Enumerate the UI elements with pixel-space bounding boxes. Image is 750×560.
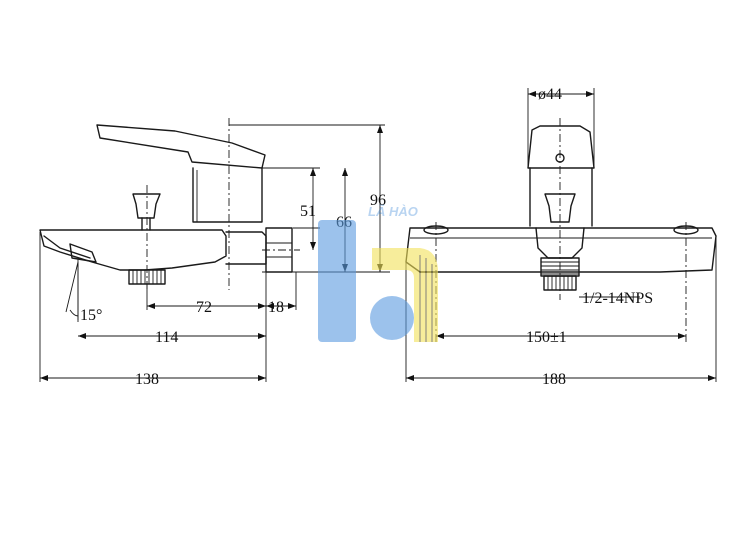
dim-188-label: 188: [542, 371, 566, 388]
front-view-labels: ø44 1/2-14NPS 150±1 188: [526, 86, 653, 388]
dim-72-label: 72: [196, 299, 212, 316]
dim-diameter-label: ø44: [538, 86, 562, 103]
dim-114-label: 114: [155, 329, 178, 346]
dim-18-label: 18: [268, 299, 284, 316]
logo-blue-bar: [318, 220, 356, 342]
spout-body-side: [39, 229, 227, 271]
connector-side: [225, 231, 267, 265]
dim-150-label: 150±1: [526, 329, 567, 346]
diverter-knob-side: [132, 193, 161, 219]
angle-15-label: 15°: [80, 307, 102, 324]
side-view-dimensions: [39, 124, 390, 382]
handle-body-front: [529, 167, 593, 227]
watermark-logo: LÃ HÀO: [318, 204, 438, 342]
diverter-knob-front: [544, 193, 576, 223]
logo-blue-circle: [370, 296, 414, 340]
watermark-text: LÃ HÀO: [368, 204, 418, 219]
dim-51-label: 51: [300, 203, 316, 220]
side-view-faucet: [39, 118, 300, 290]
spout-outlet-side: [69, 243, 97, 263]
logo-yellow-arch: [372, 248, 438, 342]
dim-96-label: 96: [370, 192, 386, 209]
front-view-faucet: [405, 118, 717, 345]
dim-138-label: 138: [135, 371, 159, 388]
handle-body-side: [192, 167, 263, 223]
main-bar-front: [405, 227, 717, 273]
lever-handle-side: [96, 124, 266, 169]
thread-spec-label: 1/2-14NPS: [582, 290, 653, 307]
